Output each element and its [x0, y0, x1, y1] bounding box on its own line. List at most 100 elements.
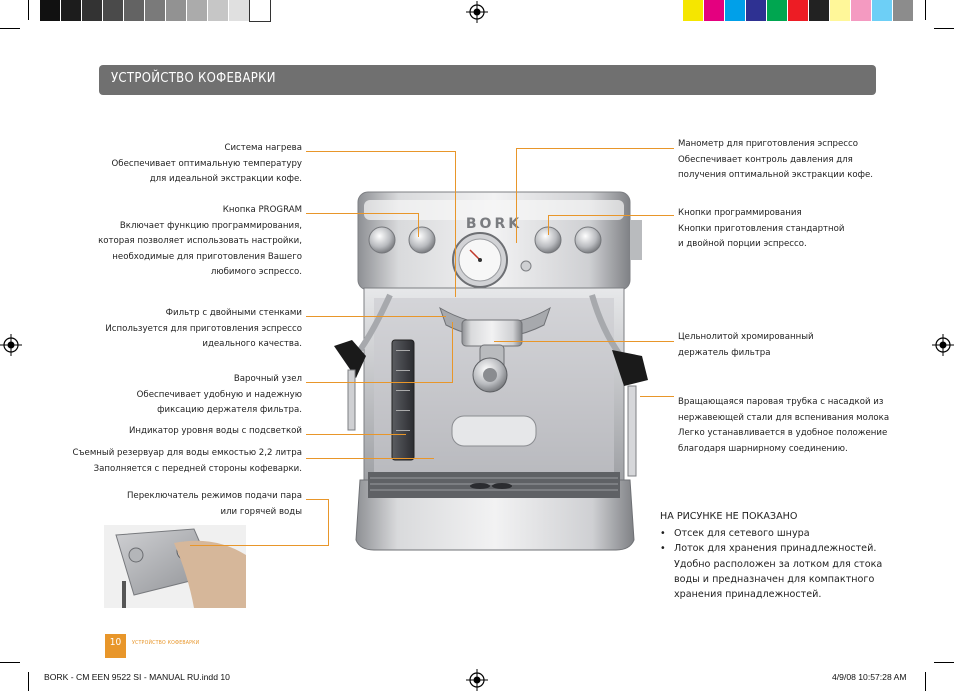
callout-line: необходимые для приготовления Вашего [112, 251, 302, 262]
grayscale-swatch [229, 0, 249, 21]
coffee-machine-illustration: BORK [334, 191, 648, 551]
slug-file-name: BORK - CM EEN 9522 SI - MANUAL RU.indd 1… [44, 672, 230, 682]
callout-line: идеального качества. [202, 339, 302, 349]
color-swatch [767, 0, 787, 21]
leader-line [306, 151, 456, 152]
color-swatch [788, 0, 808, 21]
machine-brand-logo: BORK [466, 216, 522, 232]
callout-line: для идеальной экстракции кофе. [149, 174, 302, 184]
callout-line: Обеспечивает контроль давления для [678, 154, 853, 165]
callout-title: Вращающаяся паровая трубка с насадкой из [678, 397, 884, 407]
callout-steam-wand: Вращающаяся паровая трубка с насадкой из… [678, 395, 918, 457]
callout-line: фиксацию держателя фильтра. [157, 405, 302, 415]
not-shown-list: Отсек для сетевого шнура Лоток для хране… [660, 526, 890, 602]
leader-line [306, 458, 434, 459]
leader-line [548, 215, 674, 216]
leader-line [190, 545, 329, 546]
grayscale-swatch [208, 0, 228, 21]
leader-line [516, 148, 517, 243]
callout-line: Легко устанавливается в удобное положени… [678, 428, 888, 438]
crop-mark [0, 28, 20, 29]
list-item: Лоток для хранения принадлежностей. Удоб… [660, 541, 890, 602]
callout-title: Переключатель режимов подачи пара [126, 491, 302, 501]
leader-line [548, 215, 549, 235]
not-shown-section: НА РИСУНКЕ НЕ ПОКАЗАНО Отсек для сетевог… [660, 509, 890, 602]
leader-line [452, 322, 453, 383]
list-item: Отсек для сетевого шнура [660, 526, 890, 541]
crop-mark [934, 28, 954, 29]
registration-mark-icon [0, 334, 22, 356]
leader-line [306, 499, 328, 500]
crop-mark [925, 672, 926, 691]
callout-line: получения оптимальной экстракции кофе. [678, 170, 874, 180]
grayscale-swatch [82, 0, 102, 21]
color-swatch [830, 0, 850, 21]
grayscale-swatch [103, 0, 123, 21]
callout-steam-selector: Переключатель режимов подачи пара или го… [90, 489, 302, 520]
leader-line [306, 316, 446, 317]
crop-mark [934, 662, 954, 663]
crop-mark [0, 662, 20, 663]
footer-section-title: УСТРОЙСТВО КОФЕВАРКИ [132, 640, 200, 646]
callout-line: Обеспечивает удобную и надежную [136, 389, 302, 400]
callout-title: Манометр для приготовления эспрессо [678, 139, 859, 149]
steam-selector-inset-photo [104, 525, 246, 608]
color-swatch [725, 0, 745, 21]
callout-double-wall-filter: Фильтр с двойными стенками Используется … [90, 306, 302, 353]
callout-programming-buttons: Кнопки программирования Кнопки приготовл… [678, 206, 918, 253]
color-swatch [893, 0, 913, 21]
callout-heating-system: Система нагрева Обеспечивает оптимальную… [90, 141, 302, 188]
callout-title: Кнопка PROGRAM [222, 205, 302, 215]
section-header-bar: УСТРОЙСТВО КОФЕВАРКИ [99, 65, 876, 95]
leader-line [306, 213, 418, 214]
color-swatch [872, 0, 892, 21]
color-swatch [851, 0, 871, 21]
registration-mark-icon [466, 1, 488, 23]
callout-brew-group: Варочный узел Обеспечивает удобную и над… [90, 372, 302, 419]
callout-line: нержавеющей стали для вспенивания молока [678, 412, 890, 423]
callout-title: Фильтр с двойными стенками [165, 308, 302, 318]
grayscale-swatch [40, 0, 60, 21]
callout-title: Варочный узел [233, 374, 302, 384]
callout-water-tank: Съемный резервуар для воды емкостью 2,2 … [60, 446, 302, 477]
callout-line: Включает функцию программирования, [119, 220, 302, 231]
section-title: УСТРОЙСТВО КОФЕВАРКИ [111, 71, 276, 86]
callout-line: или горячей воды [220, 506, 302, 517]
leader-line [418, 213, 419, 237]
leader-line [640, 396, 674, 397]
callout-line: любимого эспрессо. [210, 267, 302, 277]
color-swatch [704, 0, 724, 21]
callout-title: Съемный резервуар для воды емкостью 2,2 … [72, 448, 302, 458]
callout-line: Заполняется с передней стороны кофеварки… [93, 463, 302, 474]
grayscale-swatch [166, 0, 186, 21]
crop-mark [925, 0, 926, 20]
leader-line [306, 382, 453, 383]
color-swatch [746, 0, 766, 21]
grayscale-swatch [61, 0, 81, 21]
color-swatch [683, 0, 703, 21]
leader-line [516, 148, 674, 149]
crop-mark [28, 672, 29, 691]
leader-line [494, 341, 674, 342]
callout-title: Система нагрева [224, 143, 302, 153]
page-number: 10 [105, 634, 126, 658]
callout-line: Обеспечивает оптимальную температуру [111, 158, 302, 169]
callout-title: Индикатор уровня воды с подсветкой [128, 426, 302, 436]
grayscale-swatch [124, 0, 144, 21]
callout-portafilter: Цельнолитой хромированный держатель филь… [678, 330, 918, 361]
callout-title: Кнопки программирования [678, 208, 802, 218]
callout-line: держатель фильтра [678, 347, 771, 358]
registration-mark-icon [466, 669, 488, 691]
slug-timestamp: 4/9/08 10:57:28 AM [832, 672, 907, 682]
registration-mark-icon [932, 334, 954, 356]
callout-line: которая позволяет использовать настройки… [98, 236, 302, 246]
grayscale-swatch [187, 0, 207, 21]
callout-line: Используется для приготовления эспрессо [105, 323, 302, 334]
callout-line: благодаря шарнирному соединению. [678, 443, 848, 454]
callout-title: Цельнолитой хромированный [678, 332, 814, 342]
callout-program-button: Кнопка PROGRAM Включает функцию программ… [90, 203, 302, 281]
not-shown-heading: НА РИСУНКЕ НЕ ПОКАЗАНО [660, 511, 798, 522]
grayscale-swatch [145, 0, 165, 21]
leader-line [306, 434, 406, 435]
callout-water-level-indicator: Индикатор уровня воды с подсветкой [60, 424, 302, 440]
